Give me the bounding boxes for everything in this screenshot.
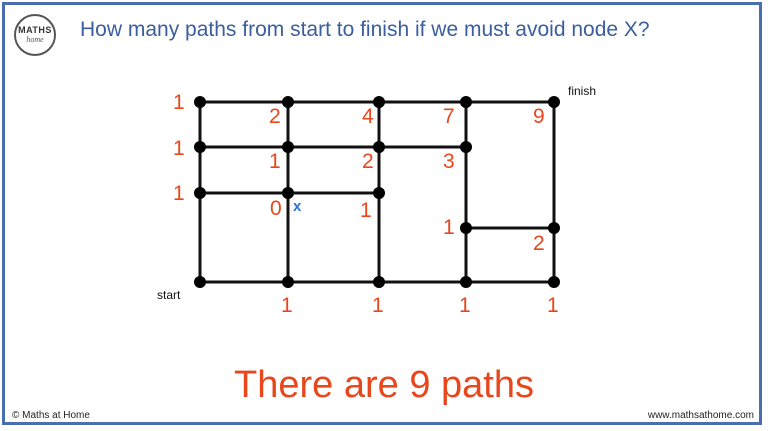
count-label: 4 — [362, 105, 374, 128]
node — [460, 141, 472, 153]
start-label: start — [157, 288, 181, 302]
count-label: 1 — [173, 182, 185, 205]
finish-node — [548, 96, 560, 108]
count-label: 1 — [372, 294, 384, 317]
node — [460, 96, 472, 108]
count-label: 1 — [459, 294, 471, 317]
node — [460, 222, 472, 234]
slide-frame — [2, 2, 762, 425]
path-counts: 1 1 1 2 4 7 9 1 2 3 0 1 1 2 1 1 1 1 — [173, 91, 559, 317]
question-title: How many paths from start to finish if w… — [80, 18, 650, 41]
count-label: 1 — [173, 91, 185, 114]
node — [282, 276, 294, 288]
node — [194, 96, 206, 108]
count-label: 1 — [173, 137, 185, 160]
node — [460, 276, 472, 288]
answer-statement: There are 9 paths — [234, 364, 534, 406]
node — [194, 187, 206, 199]
grid-nodes — [194, 96, 560, 288]
count-label: 9 — [533, 105, 545, 128]
copyright-footer: © Maths at Home — [12, 410, 90, 421]
avoid-node-x — [282, 187, 294, 199]
node — [373, 141, 385, 153]
count-label: 1 — [547, 294, 559, 317]
count-label: 1 — [269, 150, 281, 173]
node — [282, 141, 294, 153]
count-label: 1 — [443, 216, 455, 239]
count-label: 2 — [269, 105, 281, 128]
start-node — [194, 276, 206, 288]
count-label: 3 — [443, 150, 455, 173]
finish-label: finish — [568, 84, 596, 98]
node — [373, 276, 385, 288]
count-label: 2 — [533, 232, 545, 255]
node — [194, 141, 206, 153]
count-label: 2 — [362, 150, 374, 173]
node — [548, 222, 560, 234]
count-label: 0 — [270, 197, 282, 220]
count-label: 1 — [360, 199, 372, 222]
avoid-node-label: x — [293, 198, 302, 215]
count-label: 7 — [443, 105, 455, 128]
logo-text-maths: MATHS — [18, 25, 52, 35]
count-label: 1 — [281, 294, 293, 317]
node — [373, 187, 385, 199]
node — [373, 96, 385, 108]
maths-at-home-logo: MATHS home — [14, 14, 56, 56]
website-footer: www.mathsathome.com — [647, 410, 754, 421]
node — [548, 276, 560, 288]
logo-text-home: home — [26, 35, 44, 44]
node — [282, 96, 294, 108]
